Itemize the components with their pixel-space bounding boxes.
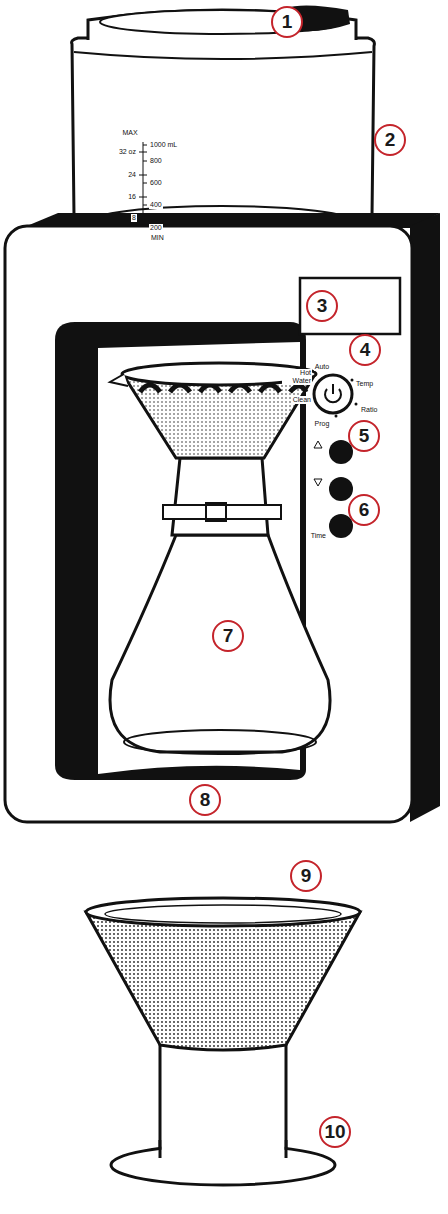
scale-or-control-label: Auto bbox=[314, 363, 330, 371]
scale-or-control-label: Clean bbox=[292, 396, 312, 404]
scale-or-control-label: 24 bbox=[127, 171, 137, 179]
callout-number: 6 bbox=[348, 494, 380, 526]
callout-number: 5 bbox=[348, 420, 380, 452]
scale-or-control-label: Ratio bbox=[360, 406, 378, 414]
callout-number: 1 bbox=[271, 6, 303, 38]
callout-number: 4 bbox=[349, 334, 381, 366]
scale-or-control-label: MAX bbox=[121, 129, 138, 137]
scale-or-control-label: 800 bbox=[149, 157, 163, 165]
scale-or-control-label: Temp bbox=[355, 380, 374, 388]
scale-or-control-label: Time bbox=[310, 532, 327, 540]
callout-number: 8 bbox=[189, 784, 221, 816]
scale-or-control-label: 200 bbox=[149, 224, 163, 232]
scale-or-control-label: 600 bbox=[149, 179, 163, 187]
callout-number: 3 bbox=[306, 290, 338, 322]
scale-or-control-label: MIN bbox=[150, 234, 165, 242]
scale-or-control-label: 1000 mL bbox=[149, 141, 178, 149]
scale-or-control-label: Hot Water bbox=[282, 369, 312, 385]
callout-number: 9 bbox=[290, 860, 322, 892]
scale-or-control-label: 8 bbox=[131, 214, 137, 222]
scale-or-control-label: 16 bbox=[127, 193, 137, 201]
callout-number: 2 bbox=[374, 124, 406, 156]
scale-or-control-label: Prog bbox=[314, 420, 331, 428]
scale-or-control-label: 400 bbox=[149, 201, 163, 209]
callout-number: 10 bbox=[319, 1116, 351, 1148]
callout-number: 7 bbox=[212, 620, 244, 652]
scale-or-control-label: 32 oz bbox=[118, 148, 137, 156]
